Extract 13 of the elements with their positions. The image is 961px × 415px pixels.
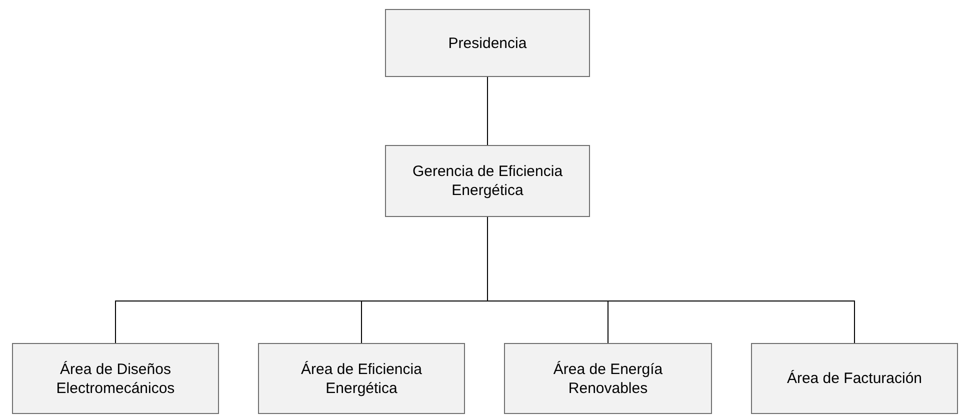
box-label: Área de Eficiencia Energética [300, 360, 423, 398]
box-label: Área de Energía Renovables [552, 360, 664, 398]
connector-line [487, 76, 488, 146]
org-box [504, 343, 712, 414]
box-label: Gerencia de Eficiencia Energética [411, 162, 564, 200]
box-label: Área de Facturación [786, 369, 922, 388]
box-label: Presidencia [448, 34, 527, 52]
org-box [385, 145, 590, 217]
org-box [751, 343, 958, 414]
org-box [258, 343, 465, 414]
org-box [12, 343, 219, 414]
box-label: Área de Diseños Electromecánicos [55, 360, 176, 398]
org-box [385, 9, 590, 77]
